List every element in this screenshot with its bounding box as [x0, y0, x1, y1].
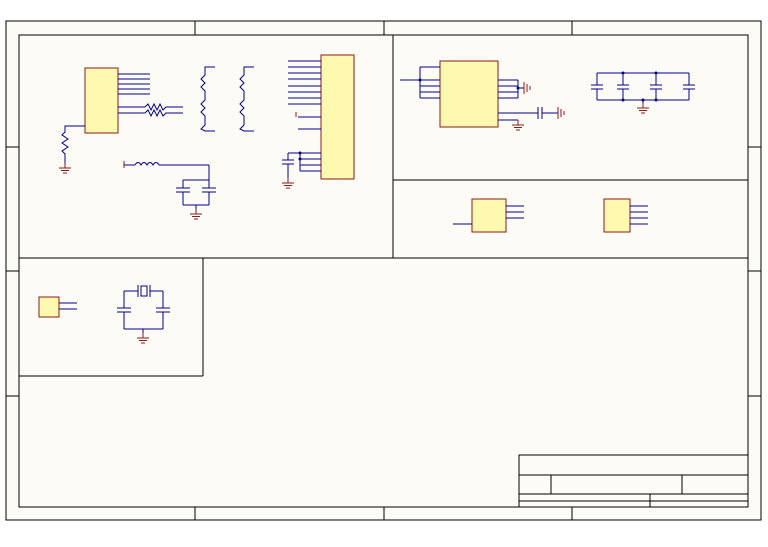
zone-ticks: [6, 21, 761, 520]
crystal-circuit: [117, 285, 170, 333]
region-top-right: [400, 60, 695, 131]
region-top-left: [58, 54, 355, 220]
title-block: [518, 454, 749, 508]
resistor-chain-b: [239, 66, 254, 132]
ic-u2[interactable]: [439, 60, 499, 128]
resistor-pair-u1: [144, 102, 183, 118]
region-dividers: [19, 35, 748, 377]
lc-filter: [124, 162, 216, 209]
ground-symbol-side-1: [523, 82, 531, 94]
region-bottom-left: [38, 285, 170, 344]
resistor-chain-a: [200, 66, 215, 132]
connector-j1-pins: [288, 60, 321, 172]
ic-u1-pins: [118, 73, 150, 114]
ic-u3-pins: [453, 205, 524, 225]
ic-u1[interactable]: [84, 67, 119, 134]
ground-symbol-side-2: [557, 107, 565, 119]
ic-u5[interactable]: [38, 296, 60, 318]
ic-u4-pins: [630, 205, 648, 225]
j1-decoupling: [282, 152, 301, 178]
ic-u2-wiring: [400, 66, 558, 121]
junction-dot: [298, 157, 302, 161]
connector-j1[interactable]: [320, 54, 355, 180]
ic-u3[interactable]: [471, 198, 507, 233]
region-middle-right: [453, 198, 648, 233]
outer-border: [5, 20, 762, 521]
ic-u5-pins: [59, 302, 77, 310]
ic-u4[interactable]: [603, 198, 631, 233]
junction-dot: [298, 151, 302, 155]
pulldown-resistor: [61, 125, 85, 163]
